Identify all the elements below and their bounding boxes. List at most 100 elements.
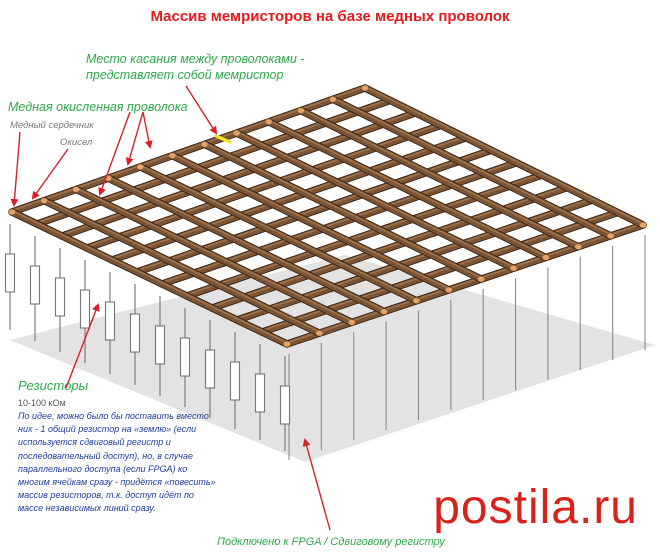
wire-body: [9, 209, 290, 347]
watermark-logo: postila.ru: [433, 481, 638, 534]
wire-body: [284, 222, 646, 347]
wire-body: [73, 186, 355, 326]
wire-body: [169, 152, 452, 293]
copper-wire: [8, 84, 369, 216]
wire-body: [159, 159, 520, 287]
floor-surface: [10, 255, 655, 462]
copper-core-tip: [8, 208, 16, 216]
copper-core-tip: [200, 141, 209, 148]
resistor-value-label: 10-100 кОм: [18, 398, 66, 408]
copper-wire: [232, 129, 518, 272]
wire-body: [134, 147, 495, 275]
copper-core-tip: [361, 84, 369, 92]
wire-highlight: [171, 153, 450, 290]
wire-body: [41, 197, 323, 336]
wire-body: [234, 197, 596, 323]
resistor: [154, 325, 166, 365]
wire-highlight: [332, 97, 612, 236]
copper-core-tip: [329, 96, 337, 103]
fpga-label: Подключено к FPGA / Сдвиговому регистру: [217, 536, 445, 548]
wire-body: [105, 175, 387, 315]
copper-core-tip: [606, 232, 615, 240]
resistor-note: По идее, можно было бы поставить вместо …: [18, 411, 216, 514]
copper-wire: [361, 84, 647, 229]
copper-core-tip: [315, 329, 324, 337]
copper-wire: [264, 118, 550, 262]
contact-point-label-line1: Место касания между проволоками -: [86, 52, 305, 66]
wire-highlight: [364, 85, 644, 225]
arrow-copper-wire-1: [125, 111, 144, 166]
arrow-oxide: [31, 148, 69, 200]
arrow-copper-wire-3: [98, 111, 131, 196]
copper-core-tip: [477, 275, 486, 283]
copper-wire-label: Медная окисленная проволока: [8, 100, 188, 114]
memristor-marker: [214, 134, 232, 144]
wire-highlight: [235, 130, 515, 268]
wire-body: [233, 130, 517, 272]
memristor-contact-highlight: [214, 134, 232, 144]
copper-core-tip: [542, 254, 550, 261]
copper-core-tip: [639, 221, 647, 229]
resistor: [104, 301, 116, 341]
contact-point-label-line2: представляет собой мемристор: [86, 68, 284, 82]
floor-plane: [10, 255, 655, 462]
wire-highlight: [203, 142, 482, 279]
wire-highlight: [107, 175, 385, 311]
copper-core-tip: [574, 243, 583, 250]
copper-core-tip: [296, 107, 305, 114]
copper-core-tip: [264, 118, 273, 126]
wire-body: [259, 209, 621, 335]
wire-highlight: [11, 85, 366, 212]
wire-body: [209, 184, 570, 311]
oxide-label: Окисел: [60, 137, 93, 148]
resistor-array: [4, 253, 291, 425]
resistor: [79, 289, 91, 329]
wire-body: [34, 97, 394, 227]
copper-core-tip: [232, 129, 241, 137]
wire-body: [59, 110, 419, 239]
copper-wire: [72, 185, 356, 327]
resistors-label: Резисторы: [18, 378, 89, 393]
copper-core-tip: [347, 319, 356, 326]
arrow-contact-point: [185, 85, 218, 135]
resistor: [129, 313, 141, 353]
copper-wire: [104, 174, 388, 316]
copper-core-label: Медный сердечник: [10, 120, 94, 131]
copper-core-tip: [380, 308, 388, 315]
wire-highlight: [43, 198, 321, 333]
page-title: Массив мемристоров на базе медных провол…: [150, 8, 510, 25]
wire-body: [184, 172, 545, 299]
resistor: [179, 337, 191, 377]
wire-body: [265, 119, 549, 261]
wire-highlight: [139, 164, 418, 301]
copper-core-tip: [40, 197, 48, 204]
wire-highlight: [75, 187, 353, 322]
arrow-resistors: [65, 303, 100, 389]
copper-wire: [168, 151, 453, 294]
wire-highlight: [11, 209, 288, 344]
copper-core-tip: [136, 163, 145, 171]
wire-body: [362, 85, 646, 228]
copper-wire: [40, 197, 324, 337]
wire-body: [137, 164, 420, 304]
copper-wire: [8, 208, 291, 348]
copper-core-tip: [168, 152, 177, 159]
wire-body: [9, 85, 368, 215]
resistor: [29, 265, 41, 305]
copper-core-tip: [72, 186, 81, 193]
resistor: [54, 277, 66, 317]
annotation-arrows: [10, 85, 331, 531]
wire-highlight: [300, 108, 580, 247]
arrow-copper-wire-2: [142, 111, 153, 149]
copper-core-tip: [444, 286, 453, 294]
wire-highlight: [267, 119, 547, 257]
wire-body: [201, 141, 484, 282]
copper-core-tip: [283, 340, 291, 348]
wire-body: [330, 96, 614, 239]
resistor: [204, 349, 216, 389]
copper-wire: [296, 106, 583, 251]
copper-core-tip: [412, 297, 421, 304]
resistor: [229, 361, 241, 401]
